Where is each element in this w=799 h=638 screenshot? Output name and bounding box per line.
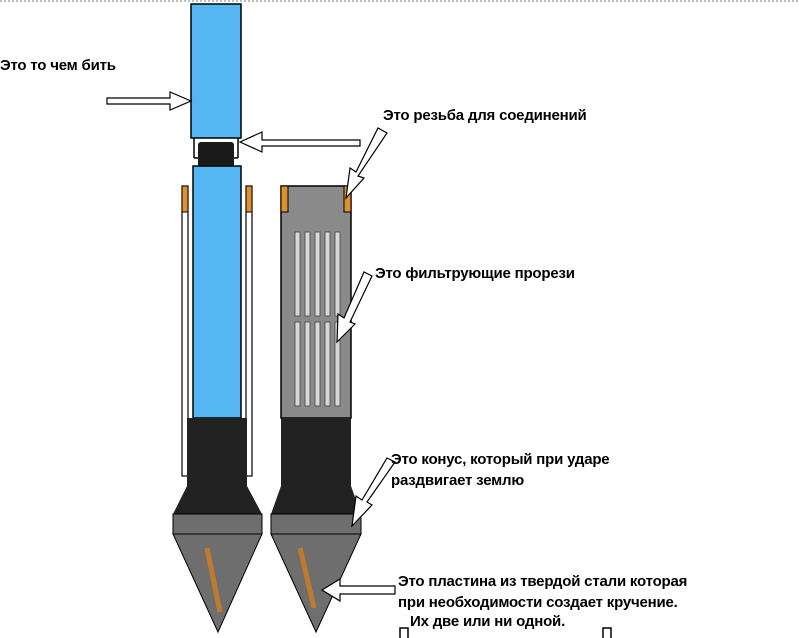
tip-ring-left-b [245,185,253,213]
inner-pipe [192,165,242,419]
striker-rod [190,3,242,139]
label-striker: Это то чем бить [0,57,116,74]
right-cone-shoulder [271,486,361,514]
hard-plate-left [204,547,223,613]
hard-plate-right [297,547,317,609]
cone-band [172,513,263,535]
filter-slots [294,231,341,407]
label-slots: Это фильтрующие прорези [375,265,575,282]
right-assembly [270,185,362,634]
arrow-ring [345,127,388,200]
label-plate-1: Это пластина из твердой стали которая [398,573,688,590]
bottom-marks [399,627,612,638]
arrow-thread [238,131,361,153]
cone-shoulder [173,486,262,514]
label-plate-2: при необходимости создает кручение. [398,594,678,611]
label-cone-1: Это конус, который при ударе [391,451,610,468]
arrow-plate [320,577,396,603]
tip-ring-right-a [280,185,289,213]
right-cone-tip [270,533,362,634]
label-cone-2: раздвигает землю [391,472,524,489]
thread-coupling [198,142,234,168]
arrow-cone [351,457,396,528]
dark-base [187,418,247,486]
cone-tip [172,533,263,634]
arrow-striker [106,91,193,111]
right-dark-base [281,418,351,486]
arrow-slots [336,271,373,344]
label-thread: Это резьба для соединений [383,107,587,124]
right-cone-band [270,513,362,535]
left-assembly [172,3,263,634]
tip-ring-left-a [181,185,189,213]
label-plate-3: Их две или ни одной. [410,613,566,630]
